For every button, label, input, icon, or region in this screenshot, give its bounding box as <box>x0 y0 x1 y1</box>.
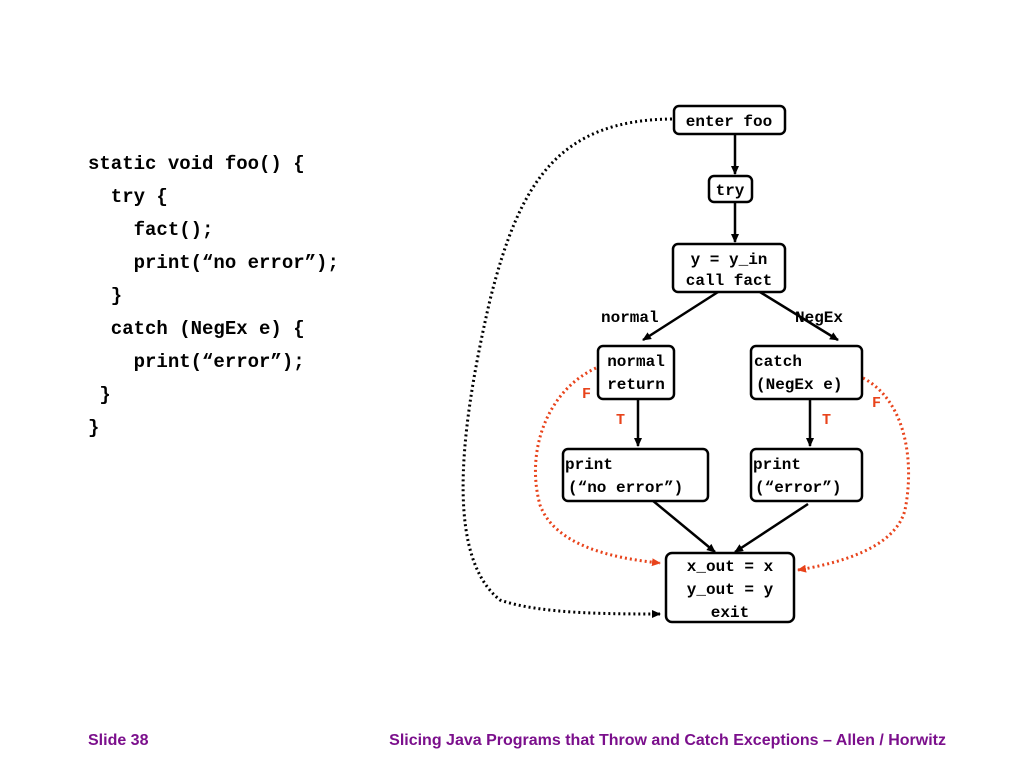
code-listing: static void foo() { try { fact(); print(… <box>88 148 339 445</box>
edge-print-err-to-exit <box>734 502 809 554</box>
node-label: print <box>565 456 613 474</box>
node-label: print <box>753 456 801 474</box>
edge-normal-false-dotted <box>533 366 661 567</box>
edge-label-normal: normal <box>601 309 659 327</box>
edge-call-to-catch <box>759 290 839 342</box>
edge-catch-false-dotted <box>797 376 911 573</box>
node-label: (“error”) <box>755 479 841 497</box>
node-label: (“no error”) <box>568 479 683 497</box>
node-enter-foo: enter foo <box>672 104 787 136</box>
edge-print-noerr-to-exit <box>651 499 716 553</box>
node-label: enter foo <box>686 113 772 131</box>
slide-footer-title: Slicing Java Programs that Throw and Cat… <box>389 732 946 749</box>
edge-label-false: F <box>582 386 591 403</box>
edge-enter-to-exit-dotted <box>461 117 673 618</box>
code-line: print(“error”); <box>88 351 305 373</box>
code-line: } <box>88 384 111 406</box>
node-label: try <box>716 182 745 200</box>
code-line: static void foo() { <box>88 153 305 175</box>
edge-label-true: T <box>616 412 625 429</box>
node-normal-return: normal return <box>596 344 676 401</box>
node-label: (NegEx e) <box>756 376 842 394</box>
flow-edges <box>634 134 839 554</box>
node-label: y = y_in <box>691 251 768 269</box>
code-line: } <box>88 417 100 439</box>
node-label: return <box>607 376 665 394</box>
edge-label-false: F <box>872 395 881 412</box>
node-label: x_out = x <box>687 558 774 576</box>
node-label: call fact <box>686 272 772 290</box>
node-catch: catch (NegEx e) <box>749 344 864 401</box>
node-label: exit <box>711 604 749 622</box>
edge-label-negex: NegEx <box>795 309 843 327</box>
code-line: catch (NegEx e) { <box>88 318 305 340</box>
node-print-error: print (“error”) <box>749 447 864 503</box>
node-label: catch <box>754 353 802 371</box>
node-label: y_out = y <box>687 581 774 599</box>
edge-label-true: T <box>822 412 831 429</box>
node-try: try <box>707 174 754 204</box>
node-call-fact: y = y_in call fact <box>671 242 787 294</box>
node-label: normal <box>607 353 665 371</box>
node-exit: x_out = x y_out = y exit <box>664 551 796 624</box>
slide-number: Slide 38 <box>88 732 149 749</box>
edge-call-to-normal <box>642 290 719 342</box>
code-line: fact(); <box>88 219 214 241</box>
node-print-no-error: print (“no error”) <box>561 447 710 503</box>
code-line: print(“no error”); <box>88 252 339 274</box>
code-line: try { <box>88 186 168 208</box>
code-line: } <box>88 285 123 307</box>
